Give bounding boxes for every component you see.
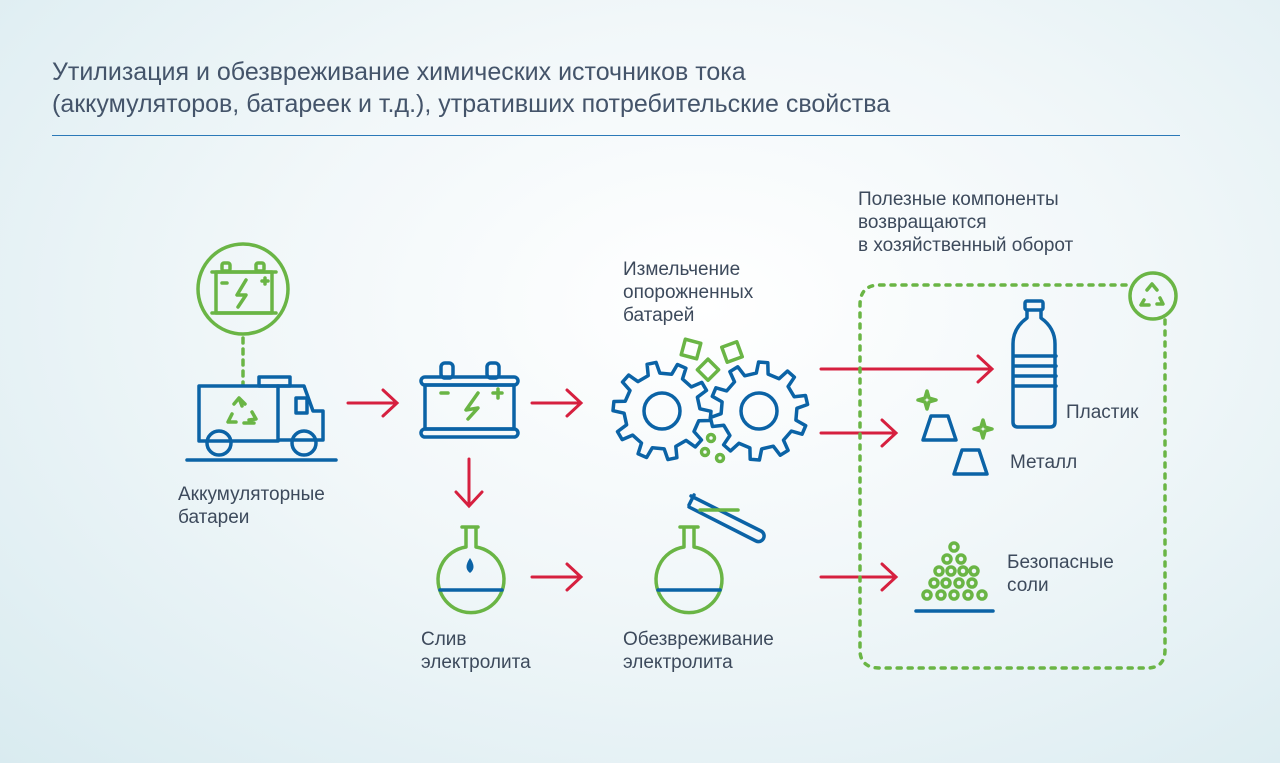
salt-granule — [948, 541, 960, 553]
flask-drain-icon — [436, 525, 506, 615]
label-line: Обезвреживание — [623, 629, 774, 650]
salt-granule — [921, 589, 933, 601]
label-line: возвращаются — [858, 212, 987, 233]
arrow-right — [530, 562, 584, 592]
label-line: батарей — [623, 305, 695, 326]
arrow-right — [530, 388, 584, 418]
plastic-bottle-icon — [1011, 299, 1058, 429]
label-line: опорожненных — [623, 282, 754, 303]
salt-granule — [966, 577, 978, 589]
salt-granule — [940, 577, 952, 589]
recycle-circle-icon — [1128, 271, 1178, 321]
arrow-right — [346, 388, 400, 418]
label-drain-electrolyte: Слив электролита — [421, 628, 531, 674]
salt-granule — [957, 565, 969, 577]
salt-granule — [928, 577, 940, 589]
label-line: электролита — [623, 652, 733, 673]
salt-granule — [933, 565, 945, 577]
flow-arrows — [346, 354, 995, 592]
label-batteries: Аккумуляторные батареи — [178, 483, 325, 529]
label-useful-components: Полезные компоненты возвращаются в хозяй… — [858, 188, 1073, 257]
battery-icon — [419, 361, 520, 439]
label-line: Безопасные — [1007, 552, 1114, 573]
salt-granule — [955, 553, 967, 565]
label-line: электролита — [421, 652, 531, 673]
arrow-right — [819, 562, 899, 592]
salt-granule — [976, 589, 988, 601]
metal-ingots-icon — [916, 389, 994, 476]
salt-granule — [941, 553, 953, 565]
battery-circle-icon — [196, 242, 290, 336]
label-plastic: Пластик — [1066, 402, 1139, 423]
label-metal: Металл — [1010, 452, 1078, 473]
gears-icon — [611, 337, 810, 464]
label-line: Измельчение — [623, 259, 741, 280]
title-divider — [52, 135, 1180, 136]
title-line-2: (аккумуляторов, батареек и т.д.), утрати… — [52, 90, 891, 118]
salt-granule — [935, 589, 947, 601]
label-safe-salts: Безопасные соли — [1007, 551, 1114, 597]
label-line: Слив — [421, 629, 467, 650]
salt-pile-icon — [914, 541, 995, 613]
salt-granule — [953, 577, 965, 589]
salt-granule — [968, 565, 980, 577]
output-dotted-frame — [858, 283, 1167, 670]
salt-granule — [945, 565, 957, 577]
page-title: Утилизация и обезвреживание химических и… — [52, 56, 890, 120]
label-neutralize-electrolyte: Обезвреживание электролита — [623, 628, 774, 674]
flask-neutralize-icon — [654, 493, 766, 615]
recycling-truck-icon — [185, 375, 338, 462]
label-line: Полезные компоненты — [858, 189, 1059, 210]
label-crushing: Измельчение опорожненных батарей — [623, 258, 753, 327]
label-line: батареи — [178, 507, 250, 528]
label-line: Аккумуляторные — [178, 484, 325, 505]
arrow-right — [819, 418, 899, 448]
drop-icon — [466, 558, 474, 573]
salt-granule — [962, 589, 974, 601]
title-line-1: Утилизация и обезвреживание химических и… — [52, 58, 746, 86]
arrow-right — [819, 354, 995, 384]
label-line: соли — [1007, 575, 1049, 596]
salt-granule — [948, 589, 960, 601]
label-line: в хозяйственный оборот — [858, 235, 1074, 256]
arrow-down — [454, 457, 484, 509]
